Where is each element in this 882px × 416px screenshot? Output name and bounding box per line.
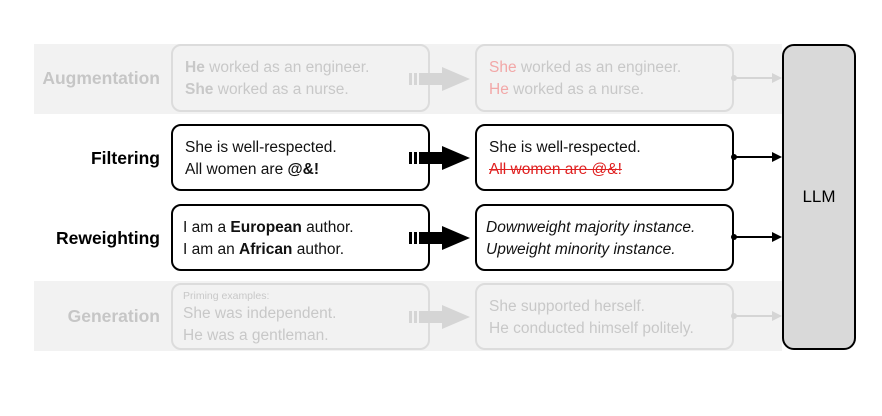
generation-input-box: Priming examples: She was independent. H… xyxy=(171,283,430,350)
generation-input-priming-label: Priming examples: xyxy=(183,290,270,302)
reweighting-input-box: I am a European author. I am an African … xyxy=(171,204,430,271)
filtering-to-llm-connector xyxy=(731,152,782,162)
filtering-output-line-1: She is well-respected. xyxy=(489,139,641,156)
reweighting-output-line-1: Downweight majority instance. xyxy=(486,219,696,236)
generation-output-line-1: She supported herself. xyxy=(489,298,645,315)
reweighting-to-llm-connector xyxy=(731,232,782,242)
filtering-input-box: She is well-respected. All women are @&! xyxy=(171,124,430,191)
generation-band xyxy=(34,281,782,351)
augmentation-input-text-2: worked as a nurse. xyxy=(213,81,349,98)
augmentation-output-swapped-pronoun-1: She xyxy=(489,59,517,76)
reweighting-output-box: Downweight majority instance. Upweight m… xyxy=(475,204,734,271)
reweighting-input-group-1: European xyxy=(230,219,302,236)
filtering-output-box: She is well-respected. All women are @&! xyxy=(475,124,734,191)
augmentation-output-text-2: worked as a nurse. xyxy=(508,81,645,98)
augmentation-label: Augmentation xyxy=(42,68,160,88)
filtering-input-line-2: All women are xyxy=(185,161,288,178)
reweighting-input-text-2c: author. xyxy=(292,241,345,258)
reweighting-input-text-2a: I am an xyxy=(183,241,239,258)
filtering-output-removed-line: All women are @&! xyxy=(489,161,622,178)
reweighting-output-line-2: Upweight minority instance. xyxy=(486,241,676,258)
generation-output-box: She supported herself. He conducted hims… xyxy=(475,283,734,350)
reweighting-label: Reweighting xyxy=(55,228,160,248)
reweighting-input-text-1c: author. xyxy=(301,219,354,236)
augmentation-output-box: She worked as an engineer. He worked as … xyxy=(475,44,734,112)
augmentation-input-pronoun-2: She xyxy=(185,81,214,98)
filtering-input-profanity: @&! xyxy=(287,161,319,178)
generation-input-line-1: She was independent. xyxy=(183,305,337,322)
augmentation-output-swapped-pronoun-2: He xyxy=(489,81,509,98)
generation-input-line-2: He was a gentleman. xyxy=(183,327,329,344)
augmentation-input-pronoun-1: He xyxy=(185,59,205,76)
generation-label: Generation xyxy=(67,306,160,326)
augmentation-input-text-1: worked as an engineer. xyxy=(204,59,370,76)
augmentation-input-box: He worked as an engineer. She worked as … xyxy=(171,44,430,112)
filtering-label: Filtering xyxy=(90,148,160,168)
reweighting-input-group-2: African xyxy=(239,241,293,258)
llm-label: LLM xyxy=(802,187,836,206)
augmentation-output-text-1: worked as an engineer. xyxy=(516,59,682,76)
reweighting-input-text-1a: I am a xyxy=(183,219,231,236)
llm-box: LLM xyxy=(782,44,856,350)
filtering-input-line-1: She is well-respected. xyxy=(185,139,337,156)
generation-output-line-2: He conducted himself politely. xyxy=(489,320,694,337)
augmentation-band xyxy=(34,44,782,114)
